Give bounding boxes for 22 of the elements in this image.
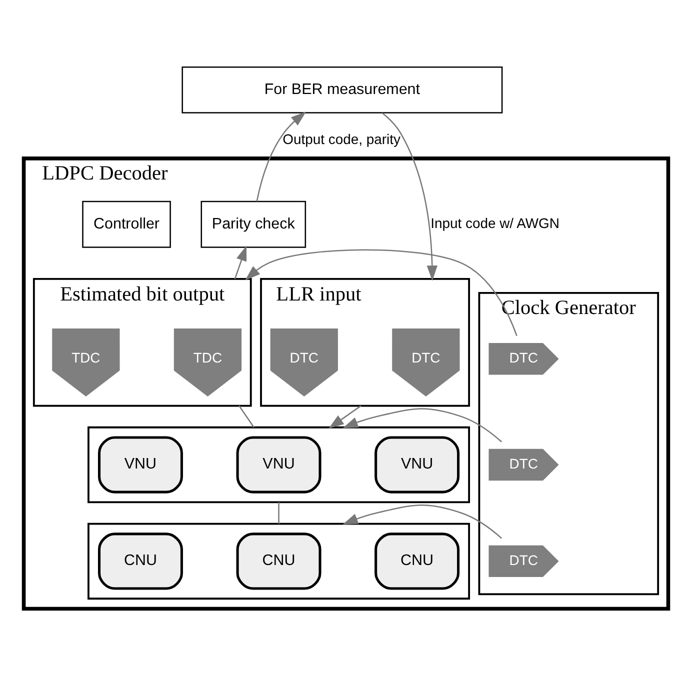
node-box: For BER measurement <box>182 66 503 114</box>
edge-label: Output code, parity <box>282 131 400 148</box>
connector <box>238 405 254 428</box>
node-box: VNU <box>374 436 460 494</box>
node-box: CNU <box>236 532 322 590</box>
node-box: VNU <box>98 436 183 494</box>
arrow <box>328 405 362 428</box>
arrow <box>245 249 518 336</box>
arrow <box>382 112 438 281</box>
node-box: Controller <box>82 200 171 248</box>
arrow <box>342 504 502 539</box>
node-box: CNU <box>374 532 460 590</box>
arrow <box>342 408 502 442</box>
arrow <box>234 246 247 280</box>
edge-label: Input code w/ AWGN <box>430 214 560 231</box>
connector <box>278 502 280 524</box>
cluster <box>88 426 470 504</box>
node-box: Parity check <box>200 200 306 248</box>
arrow <box>256 112 306 202</box>
cluster <box>88 522 470 600</box>
node-box: CNU <box>98 532 183 590</box>
node-box: VNU <box>236 436 322 494</box>
